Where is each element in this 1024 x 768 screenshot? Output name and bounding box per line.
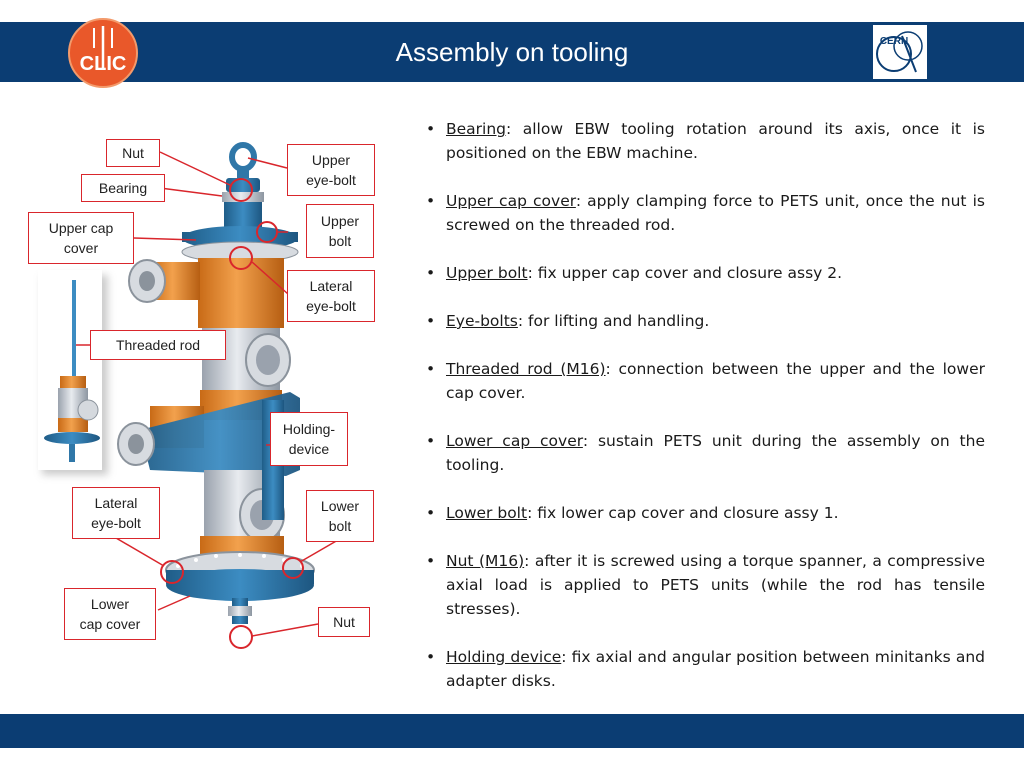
bullet-text: : fix lower cap cover and closure assy 1… bbox=[527, 504, 839, 522]
leader-lines bbox=[76, 151, 339, 637]
bullet-bearing: Bearing: allow EBW tooling rotation arou… bbox=[422, 117, 985, 165]
highlight-circle bbox=[229, 625, 253, 649]
bullet-term: Nut (M16) bbox=[446, 552, 525, 570]
label-lower-bolt: Lower bolt bbox=[306, 490, 374, 542]
label-lateral-eye-bolt-bottom: Lateral eye-bolt bbox=[72, 487, 160, 539]
bullet-term: Holding device bbox=[446, 648, 562, 666]
bullet-holding-device: Holding device: fix axial and angular po… bbox=[422, 645, 985, 693]
bullet-term: Upper bolt bbox=[446, 264, 528, 282]
highlight-circle bbox=[282, 557, 304, 579]
bullet-text: : apply clamping force to PETS unit, onc… bbox=[446, 192, 985, 234]
bullet-term: Lower cap cover bbox=[446, 432, 583, 450]
cern-logo: CERN bbox=[872, 24, 928, 80]
upper-eye-bolt-ring bbox=[229, 142, 257, 172]
label-holding-device: Holding- device bbox=[270, 412, 348, 466]
highlight-circle bbox=[229, 246, 253, 270]
bullet-threaded-rod: Threaded rod (M16): connection between t… bbox=[422, 357, 985, 405]
bullet-lower-bolt: Lower bolt: fix lower cap cover and clos… bbox=[422, 501, 985, 525]
bullet-text: : sustain PETS unit during the assembly … bbox=[446, 432, 985, 474]
highlight-circle bbox=[160, 560, 184, 584]
assembly-diagram bbox=[38, 142, 339, 649]
inset-thumbnail bbox=[38, 270, 108, 475]
bullet-term: Bearing bbox=[446, 120, 507, 138]
bullet-text: : fix axial and angular position between… bbox=[446, 648, 985, 690]
bullet-eye-bolts: Eye-bolts: for lifting and handling. bbox=[422, 309, 985, 333]
footer-bar bbox=[0, 714, 1024, 748]
label-bearing: Bearing bbox=[81, 174, 165, 202]
bullet-text: : allow EBW tooling rotation around its … bbox=[446, 120, 985, 162]
label-nut-bottom: Nut bbox=[318, 607, 370, 637]
label-upper-eye-bolt: Upper eye-bolt bbox=[287, 144, 375, 196]
bullet-term: Eye-bolts bbox=[446, 312, 518, 330]
bullet-text: : connection between the upper and the l… bbox=[446, 360, 985, 402]
bullet-upper-bolt: Upper bolt: fix upper cap cover and clos… bbox=[422, 261, 985, 285]
bullet-upper-cap-cover: Upper cap cover: apply clamping force to… bbox=[422, 189, 985, 237]
page-title: Assembly on tooling bbox=[395, 37, 629, 67]
label-threaded-rod: Threaded rod bbox=[90, 330, 226, 360]
bullet-text: : after it is screwed using a torque spa… bbox=[446, 552, 985, 618]
label-upper-bolt: Upper bolt bbox=[306, 204, 374, 258]
label-upper-cap-cover: Upper cap cover bbox=[28, 212, 134, 264]
highlight-circle bbox=[229, 178, 253, 202]
clic-logo-text: CLIC bbox=[80, 53, 127, 75]
label-lower-cap-cover: Lower cap cover bbox=[64, 588, 156, 640]
label-nut-top: Nut bbox=[106, 139, 160, 167]
label-lateral-eye-bolt-top: Lateral eye-bolt bbox=[287, 270, 375, 322]
bullet-nut: Nut (M16): after it is screwed using a t… bbox=[422, 549, 985, 621]
bullet-term: Upper cap cover bbox=[446, 192, 576, 210]
clic-logo: CLIC bbox=[68, 18, 138, 88]
description-list: Bearing: allow EBW tooling rotation arou… bbox=[422, 117, 985, 717]
header-bar: Assembly on tooling bbox=[0, 22, 1024, 82]
bullet-text: : fix upper cap cover and closure assy 2… bbox=[527, 264, 843, 282]
bullet-term: Threaded rod (M16) bbox=[446, 360, 606, 378]
bullet-term: Lower bolt bbox=[446, 504, 528, 522]
bullet-lower-cap-cover: Lower cap cover: sustain PETS unit durin… bbox=[422, 429, 985, 477]
cern-logo-text: CERN bbox=[880, 36, 908, 47]
bullet-text: : for lifting and handling. bbox=[517, 312, 710, 330]
